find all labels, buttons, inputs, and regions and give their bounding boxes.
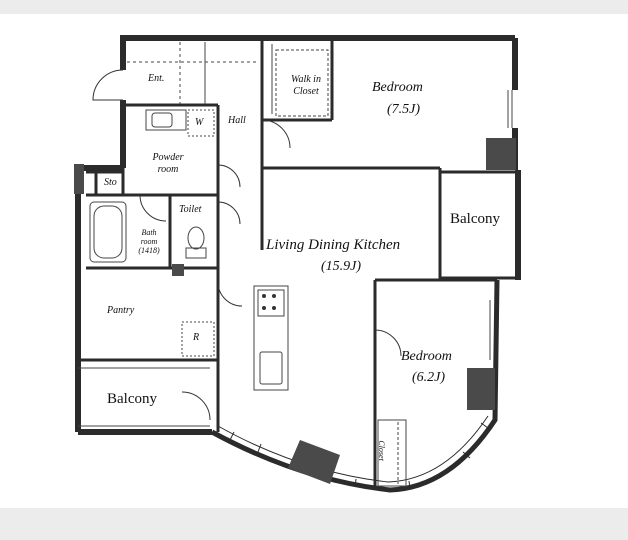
label-walk-in-closet: Walk in Closet [291,74,321,97]
label-hall: Hall [228,115,246,126]
label-washer: W [195,117,204,128]
top-band [0,0,628,14]
label-balcony-west: Balcony [107,391,157,407]
bottom-band [0,508,628,540]
label-balcony-east: Balcony [450,211,500,227]
label-ldk: Living Dining Kitchen [266,237,401,253]
label-bedroom-1-size: (7.5J) [387,102,421,117]
label-entrance: Ent. [148,73,165,84]
label-refrigerator: R [193,332,200,343]
column-bedroom2 [467,368,495,410]
label-bedroom-1: Bedroom [372,80,423,95]
label-bath-room-size: (1418) [138,246,160,255]
column-w1 [74,164,84,194]
label-pantry: Pantry [107,305,135,316]
label-bedroom-2: Bedroom [401,349,452,364]
column-ne [486,138,516,170]
label-storage: Sto [104,177,117,188]
label-closet: Closet [376,440,386,461]
label-toilet: Toilet [179,204,202,215]
label-bedroom-2-size: (6.2J) [412,370,446,385]
label-bath-room: Bath room [140,228,158,247]
column-living [288,440,340,484]
label-ldk-size: (15.9J) [321,259,362,274]
label-powder-room: Powder room [152,152,184,175]
